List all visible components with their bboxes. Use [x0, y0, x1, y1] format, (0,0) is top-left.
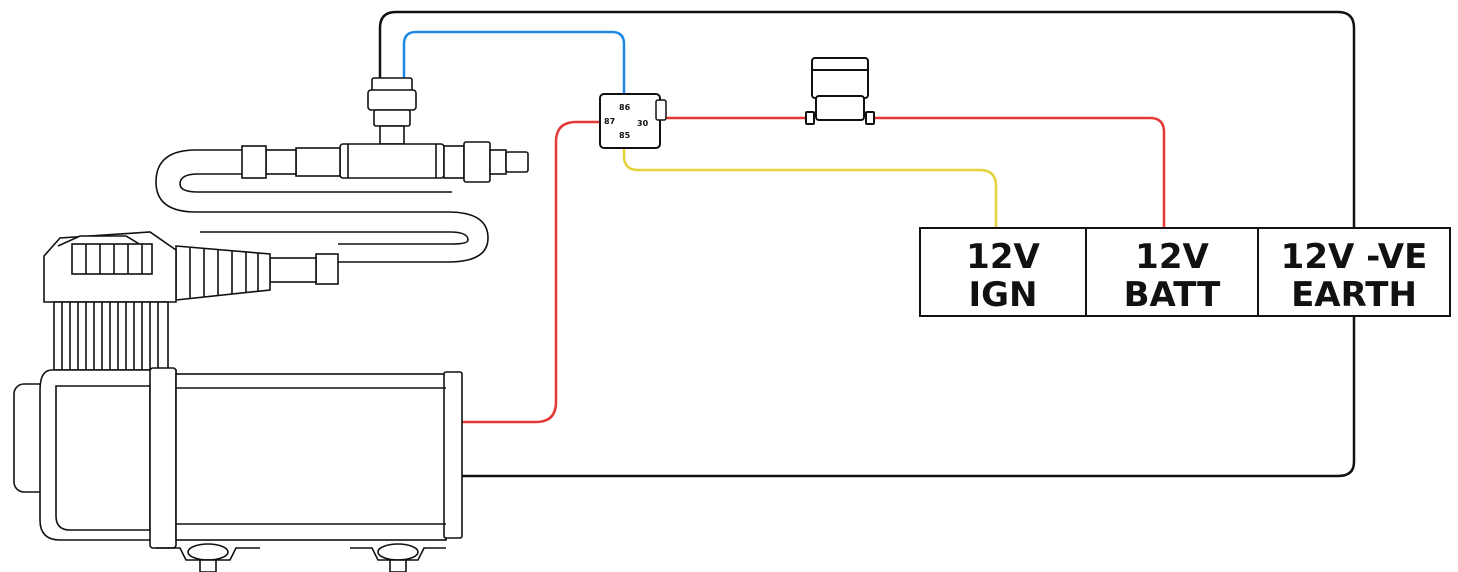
- yellow-wire: [622, 140, 998, 228]
- terminal-block: 12V IGN 12V BATT 12V -VE EARTH: [919, 227, 1451, 317]
- compressor-icon: [13, 231, 463, 572]
- terminal-12v-ign: 12V IGN: [966, 237, 1040, 315]
- relay-pin-85: 85: [619, 131, 631, 140]
- black-wire: [378, 10, 1356, 478]
- terminal-12v-batt-line1: 12V: [1135, 237, 1209, 277]
- fuse-icon: [805, 57, 875, 125]
- relay-icon: 86 87 30 85: [599, 93, 667, 149]
- terminal-12v-batt: 12V BATT: [1124, 237, 1222, 315]
- hose-assembly: [155, 141, 529, 301]
- red-wire-battery: [660, 116, 1166, 228]
- terminal-12v-ign-line2: IGN: [968, 275, 1037, 315]
- red-wire-compressor: [462, 120, 602, 424]
- terminal-12v-ign-line1: 12V: [966, 237, 1040, 277]
- terminal-12v-earth-line2: EARTH: [1291, 275, 1417, 315]
- relay-pin-86: 86: [619, 103, 631, 112]
- terminal-12v-earth: 12V -VE EARTH: [1281, 237, 1428, 315]
- terminal-12v-batt-line2: BATT: [1124, 275, 1222, 315]
- blue-wire: [402, 30, 626, 100]
- relay-pin-30: 30: [637, 119, 649, 128]
- pressure-switch-icon: [367, 77, 417, 145]
- terminal-12v-earth-line1: 12V -VE: [1281, 237, 1428, 277]
- relay-pin-87: 87: [604, 117, 615, 126]
